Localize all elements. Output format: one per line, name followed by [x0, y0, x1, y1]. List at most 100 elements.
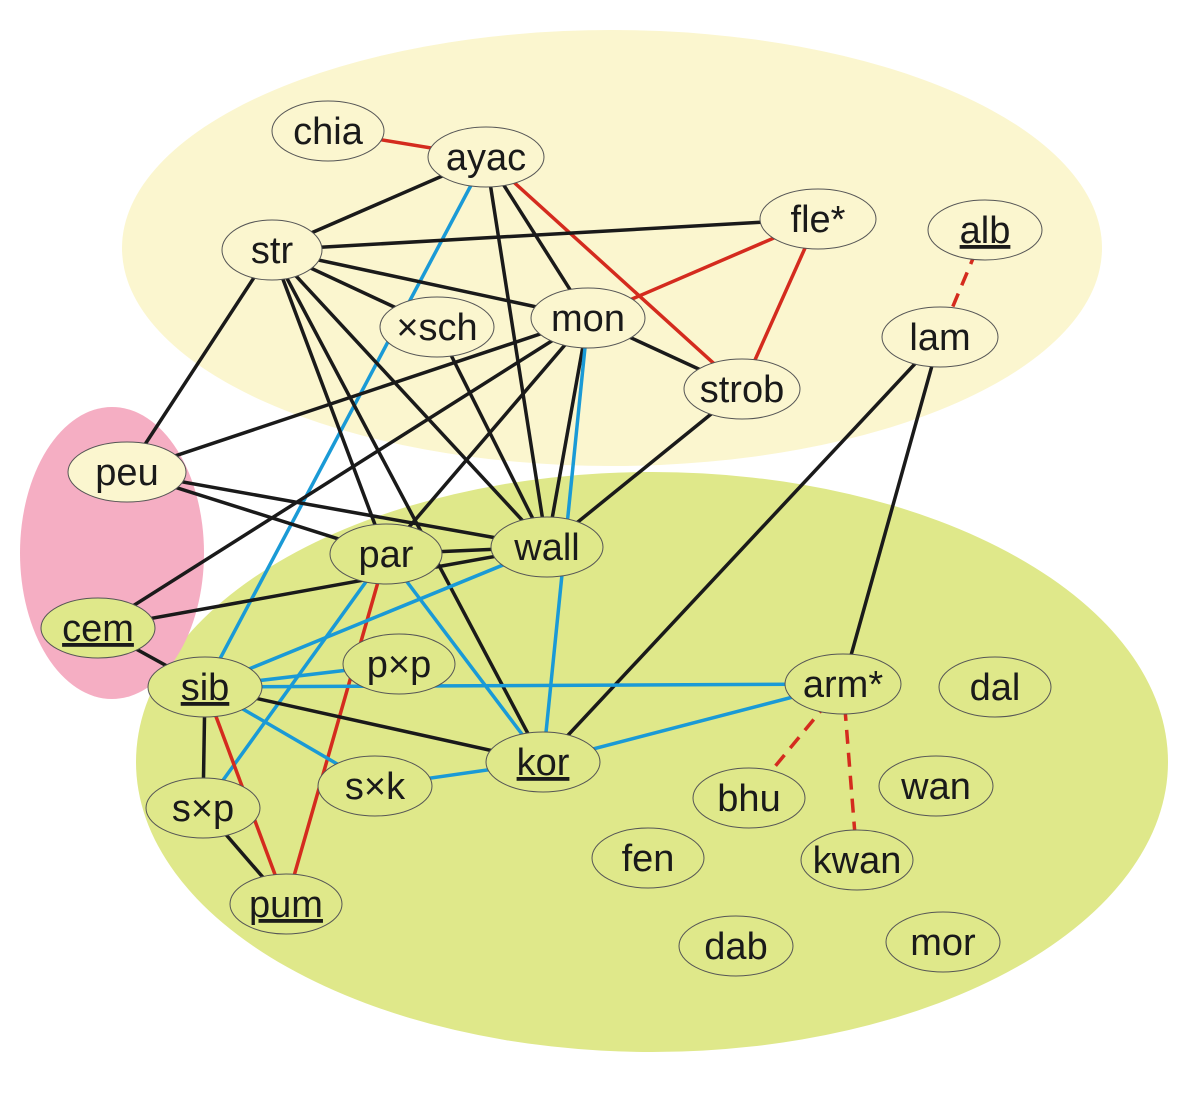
node-kor: kor: [485, 731, 601, 793]
edge-mon-par: [384, 316, 590, 556]
node-alb: alb: [927, 199, 1043, 261]
node-label-dal: dal: [970, 667, 1021, 709]
node-fen: fen: [591, 827, 705, 889]
edge-strob-wall: [545, 387, 744, 549]
edge-par-kor: [384, 552, 545, 764]
node-label-fle: fle*: [791, 199, 846, 241]
node-shape-ayac: [427, 126, 545, 188]
edge-str-fle: [271, 217, 819, 252]
node-label-wall: wall: [513, 527, 579, 569]
node-label-ayac: ayac: [446, 137, 526, 179]
node-shape-wan: [878, 755, 994, 817]
node-shape-chia: [271, 100, 385, 162]
node-shape-fen: [591, 827, 705, 889]
node-shape-dab: [678, 915, 794, 977]
node-xsch: ×sch: [379, 296, 495, 358]
node-label-bhu: bhu: [717, 778, 780, 820]
node-sib: sib: [147, 656, 263, 718]
node-shape-xsch: [379, 296, 495, 358]
edge-str-par: [270, 249, 388, 555]
node-label-wan: wan: [900, 766, 971, 808]
node-label-sxk: s×k: [345, 766, 406, 808]
node-label-kor: kor: [517, 742, 570, 784]
node-cem: cem: [40, 597, 156, 659]
node-label-pxp: p×p: [367, 644, 431, 686]
node-ayac: ayac: [427, 126, 545, 188]
node-shape-sib: [147, 656, 263, 718]
node-label-arm: arm*: [803, 664, 883, 706]
node-fle: fle*: [759, 188, 877, 250]
edge-str-wall: [270, 248, 549, 549]
node-label-str: str: [251, 230, 294, 272]
edge-peu-wall: [126, 470, 548, 549]
node-shape-bhu: [692, 767, 806, 829]
edge-ayac-wall: [484, 156, 549, 548]
node-shape-mor: [885, 911, 1001, 973]
node-label-mor: mor: [910, 922, 976, 964]
node-shape-lam: [881, 306, 999, 368]
node-wan: wan: [878, 755, 994, 817]
node-shape-wall: [490, 516, 604, 578]
region-green: [136, 472, 1168, 1052]
node-chia: chia: [271, 100, 385, 162]
node-label-sib: sib: [181, 667, 230, 709]
node-par: par: [329, 523, 443, 585]
node-label-lam: lam: [909, 317, 970, 359]
node-shape-alb: [927, 199, 1043, 261]
node-shape-pxp: [342, 633, 456, 695]
node-shape-cem: [40, 597, 156, 659]
node-shape-sxk: [317, 755, 433, 817]
node-arm: arm*: [784, 653, 902, 715]
edge-sib-kor: [204, 685, 544, 764]
node-shape-kor: [485, 731, 601, 793]
node-sxk: s×k: [317, 755, 433, 817]
edge-xsch-wall: [435, 326, 549, 548]
node-shape-sxp: [145, 777, 261, 839]
node-strob: strob: [683, 358, 801, 420]
edge-mon-peu: [126, 316, 589, 474]
node-label-pum: pum: [249, 884, 323, 926]
node-label-fen: fen: [622, 838, 675, 880]
node-label-alb: alb: [960, 210, 1011, 252]
edge-ayac-strob: [484, 155, 744, 391]
node-str: str: [221, 219, 323, 281]
node-label-strob: strob: [700, 369, 784, 411]
node-label-xsch: ×sch: [396, 307, 477, 349]
edge-wall-sib: [204, 545, 548, 689]
edge-wall-cem: [97, 545, 548, 630]
node-kwan: kwan: [800, 829, 914, 891]
edge-mon-cem: [97, 316, 589, 630]
node-label-chia: chia: [293, 111, 364, 153]
edge-mon-wall: [545, 317, 590, 548]
node-label-kwan: kwan: [813, 840, 902, 882]
node-shape-pum: [229, 873, 343, 935]
node-pxp: p×p: [342, 633, 456, 695]
node-lam: lam: [881, 306, 999, 368]
node-label-cem: cem: [62, 608, 134, 650]
node-shape-strob: [683, 358, 801, 420]
node-shape-kwan: [800, 829, 914, 891]
node-label-dab: dab: [704, 926, 767, 968]
edge-lam-arm: [841, 336, 942, 685]
node-bhu: bhu: [692, 767, 806, 829]
node-pum: pum: [229, 873, 343, 935]
edge-str-peu: [125, 249, 274, 473]
node-shape-peu: [67, 441, 187, 503]
node-dal: dal: [938, 656, 1052, 718]
node-shape-arm: [784, 653, 902, 715]
edge-sib-arm: [204, 682, 844, 689]
node-shape-par: [329, 523, 443, 585]
node-shape-mon: [530, 287, 646, 349]
node-label-peu: peu: [95, 452, 158, 494]
node-dab: dab: [678, 915, 794, 977]
edge-par-pum: [284, 553, 388, 905]
node-mor: mor: [885, 911, 1001, 973]
edge-lam-kor: [541, 335, 942, 764]
node-peu: peu: [67, 441, 187, 503]
node-sxp: s×p: [145, 777, 261, 839]
node-label-sxp: s×p: [172, 788, 234, 830]
node-label-par: par: [359, 534, 414, 576]
edge-str-kor: [270, 249, 545, 763]
